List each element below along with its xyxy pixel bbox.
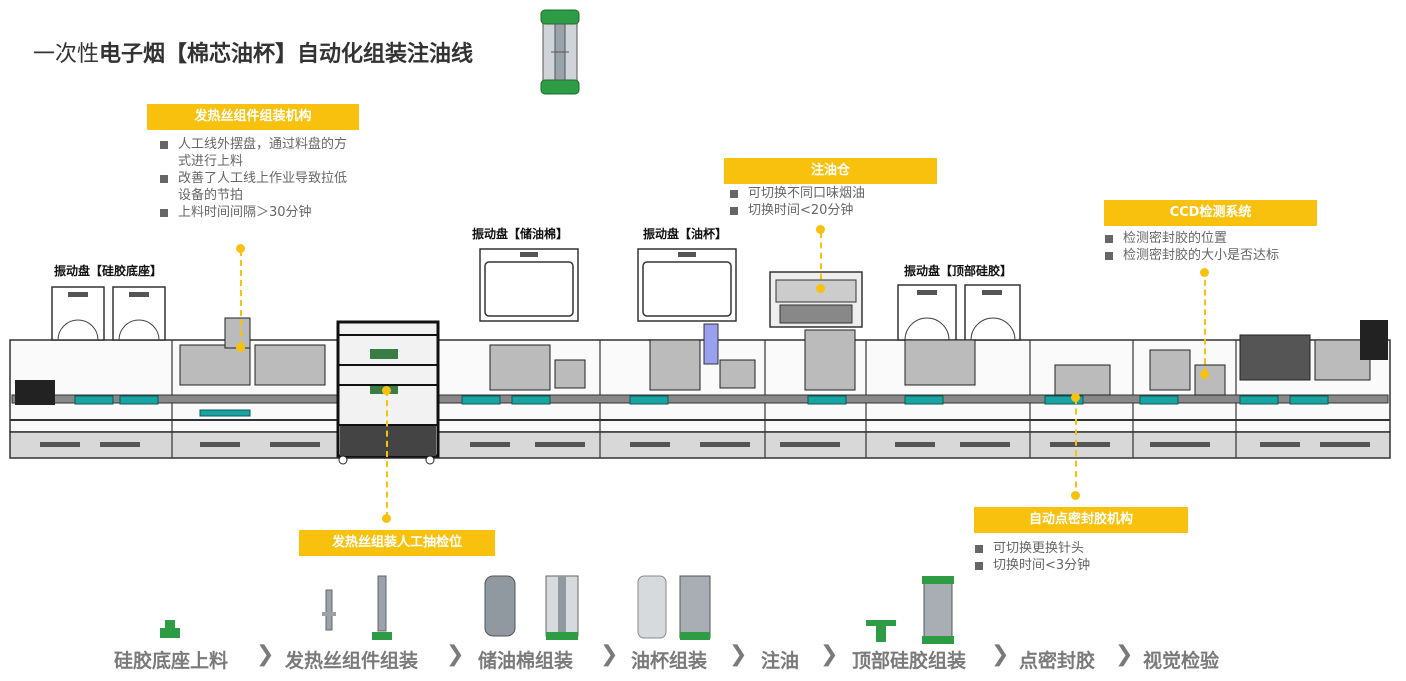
process-step: 注油 — [761, 650, 800, 672]
callout-ccd-heading: CCD检测系统 — [1104, 200, 1317, 226]
marker-dot — [816, 284, 825, 293]
leader-line — [240, 250, 242, 346]
bullet: 可切换更换针头 — [975, 540, 1175, 557]
leader-line — [820, 232, 822, 290]
callout-oil-tank-bullets: 可切换不同口味烟油 切换时间<20分钟 — [730, 185, 930, 219]
process-step: 点密封胶 — [1019, 650, 1096, 672]
process-step: 油杯组装 — [631, 650, 708, 672]
step-arrow-icon: ❯ — [820, 642, 839, 667]
marker-dot — [236, 343, 245, 352]
marker-dot — [236, 244, 245, 253]
leader-line — [386, 390, 388, 518]
page-title: 一次性电子烟【棉芯油杯】自动化组装注油线 — [33, 36, 473, 68]
bullet: 切换时间<20分钟 — [730, 202, 930, 219]
marker-dot — [382, 386, 391, 395]
leader-line — [1204, 270, 1206, 374]
bullet: 可切换不同口味烟油 — [730, 185, 930, 202]
step-arrow-icon: ❯ — [256, 642, 275, 667]
step-arrow-icon: ❯ — [446, 642, 465, 667]
callout-heater-assembly-heading: 发热丝组件组装机构 — [147, 104, 359, 130]
title-prefix: 一次性 — [33, 42, 100, 67]
callout-sealant-heading: 自动点密封胶机构 — [974, 507, 1188, 533]
marker-dot — [382, 514, 391, 523]
process-step: 顶部硅胶组装 — [852, 650, 967, 672]
callout-ccd-bullets: 检测密封胶的位置 检测密封胶的大小是否达标 — [1105, 230, 1345, 264]
callout-sealant-bullets: 可切换更换针头 切换时间<3分钟 — [975, 540, 1175, 574]
marker-dot — [1200, 370, 1209, 379]
bullet: 检测密封胶的大小是否达标 — [1105, 247, 1345, 264]
leader-line — [1075, 398, 1077, 498]
bullet: 检测密封胶的位置 — [1105, 230, 1345, 247]
marker-dot — [1071, 393, 1080, 402]
station-label-silicone-base: 振动盘【硅胶底座】 — [54, 264, 163, 278]
callout-manual-check-heading: 发热丝组装人工抽检位 — [299, 530, 495, 556]
process-step: 视觉检验 — [1143, 650, 1220, 672]
process-step: 储油棉组装 — [478, 650, 574, 672]
callout-heater-assembly-bullets: 人工线外摆盘，通过料盘的方式进行上料 改善了人工线上作业导致拉低设备的节拍 上料… — [160, 136, 350, 221]
step-arrow-icon: ❯ — [991, 642, 1010, 667]
cartridge-product-icon — [540, 9, 580, 95]
callout-oil-tank-heading: 注油仓 — [724, 158, 937, 184]
step-arrow-icon: ❯ — [729, 642, 748, 667]
process-step: 发热丝组件组装 — [285, 650, 419, 672]
step-arrow-icon: ❯ — [1115, 642, 1134, 667]
station-label-oil-cup: 振动盘【油杯】 — [643, 227, 728, 241]
marker-dot — [816, 225, 825, 234]
bullet: 人工线外摆盘，通过料盘的方式进行上料 — [160, 136, 350, 170]
marker-dot — [1200, 268, 1209, 277]
bullet: 上料时间间隔＞30分钟 — [160, 204, 350, 221]
station-label-top-silicone: 振动盘【顶部硅胶】 — [904, 264, 1013, 278]
marker-dot — [1071, 491, 1080, 500]
title-bold: 电子烟【棉芯油杯】自动化组装注油线 — [99, 42, 474, 67]
process-step: 硅胶底座上料 — [114, 650, 229, 672]
bullet: 改善了人工线上作业导致拉低设备的节拍 — [160, 170, 350, 204]
bullet: 切换时间<3分钟 — [975, 557, 1175, 574]
process-parts — [160, 575, 954, 644]
step-arrow-icon: ❯ — [600, 642, 619, 667]
station-label-cotton: 振动盘【储油棉】 — [472, 227, 569, 241]
